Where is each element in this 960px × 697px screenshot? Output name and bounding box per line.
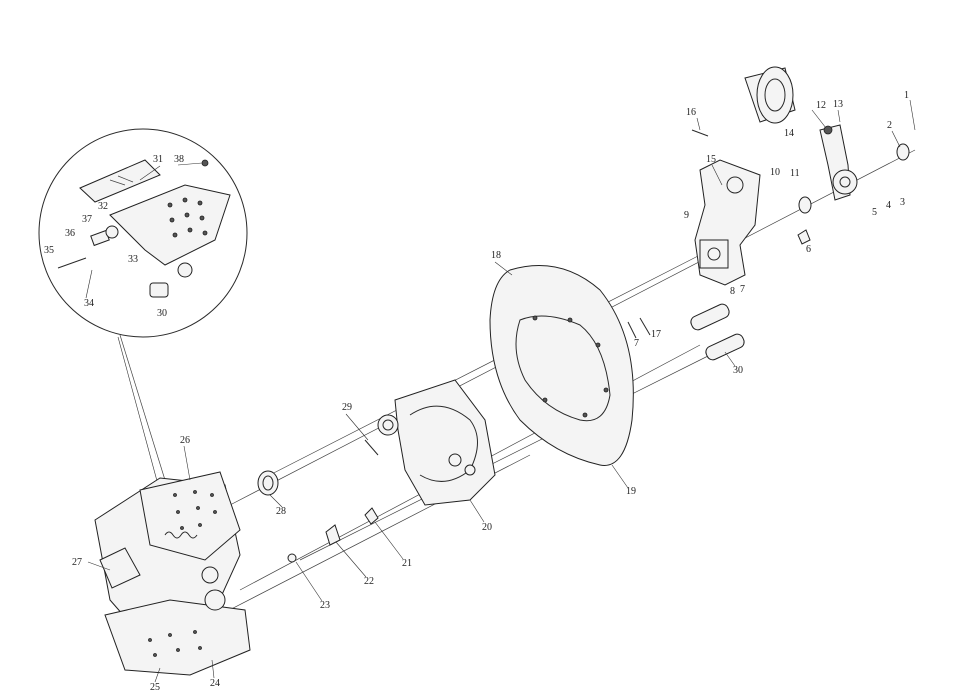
callout-4: 4 bbox=[886, 200, 891, 211]
callout-2: 2 bbox=[887, 120, 892, 131]
bolt-17 bbox=[639, 317, 651, 336]
callout-33: 33 bbox=[128, 254, 138, 265]
callout-22: 22 bbox=[364, 576, 374, 587]
callout-18: 18 bbox=[491, 250, 501, 261]
callout-leaders bbox=[85, 99, 916, 683]
callout-17: 17 bbox=[651, 329, 661, 340]
callout-7a: 7 bbox=[740, 284, 745, 295]
clip-6 bbox=[797, 229, 811, 245]
callout-labels: 1 2 3 4 5 6 7 7 8 9 10 11 12 13 14 15 16… bbox=[44, 90, 909, 693]
callout-20: 20 bbox=[482, 522, 492, 533]
brake-shoe-assembly bbox=[94, 471, 251, 676]
callout-21: 21 bbox=[402, 558, 412, 569]
callout-3: 3 bbox=[900, 197, 905, 208]
callout-19: 19 bbox=[626, 486, 636, 497]
washer-21 bbox=[364, 507, 379, 525]
callout-16: 16 bbox=[686, 107, 696, 118]
callout-31: 31 bbox=[153, 154, 163, 165]
chamber-bracket-9 bbox=[694, 159, 761, 286]
callout-30: 30 bbox=[733, 365, 743, 376]
callout-29: 29 bbox=[342, 402, 352, 413]
air-chamber-14 bbox=[744, 66, 796, 124]
callout-14: 14 bbox=[784, 128, 794, 139]
callout-38: 38 bbox=[174, 154, 184, 165]
seal-ring-28 bbox=[257, 470, 279, 496]
callout-25: 25 bbox=[150, 682, 160, 693]
bolt-29 bbox=[364, 439, 379, 456]
callout-23: 23 bbox=[320, 600, 330, 611]
washer-2 bbox=[896, 143, 910, 161]
callout-27: 27 bbox=[72, 557, 82, 568]
callout-26: 26 bbox=[180, 435, 190, 446]
callout-12: 12 bbox=[816, 100, 826, 111]
callout-34: 34 bbox=[84, 298, 94, 309]
callout-30b: 30 bbox=[157, 308, 167, 319]
slack-adjuster bbox=[819, 124, 858, 201]
bushing-30-upper bbox=[690, 303, 730, 331]
bolt-7 bbox=[627, 321, 637, 339]
callout-11: 11 bbox=[790, 168, 800, 179]
brake-spider-20 bbox=[377, 379, 496, 506]
nut-23 bbox=[287, 553, 297, 563]
washer-11 bbox=[798, 196, 812, 214]
callout-9: 9 bbox=[684, 210, 689, 221]
detail-view-circle bbox=[38, 128, 248, 338]
plate-22 bbox=[325, 524, 341, 546]
callout-1: 1 bbox=[904, 90, 909, 101]
callout-15: 15 bbox=[706, 154, 716, 165]
callout-35: 35 bbox=[44, 245, 54, 256]
callout-24: 24 bbox=[210, 678, 220, 689]
callout-7b: 7 bbox=[634, 338, 639, 349]
callout-36: 36 bbox=[65, 228, 75, 239]
bolt-16 bbox=[691, 129, 709, 137]
bushing-30-lower bbox=[705, 333, 745, 361]
callout-6: 6 bbox=[806, 244, 811, 255]
callout-32: 32 bbox=[98, 201, 108, 212]
callout-8: 8 bbox=[730, 286, 735, 297]
callout-37: 37 bbox=[82, 214, 92, 225]
dust-shield bbox=[489, 265, 634, 466]
callout-13: 13 bbox=[833, 99, 843, 110]
callout-28: 28 bbox=[276, 506, 286, 517]
callout-5: 5 bbox=[872, 207, 877, 218]
callout-10: 10 bbox=[770, 167, 780, 178]
detail-leader-line bbox=[117, 336, 161, 493]
